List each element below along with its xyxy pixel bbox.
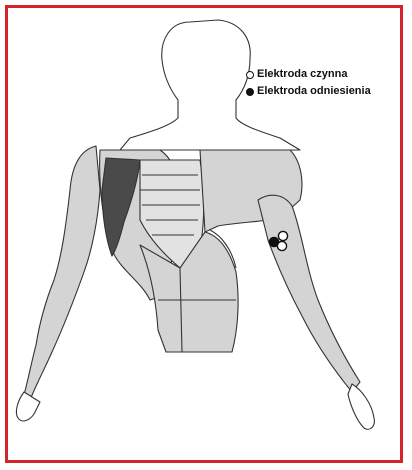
electrode-legend: Elektroda czynna Elektroda odniesienia bbox=[246, 66, 371, 100]
active-electrode-dot-2 bbox=[277, 241, 286, 250]
filled-circle-icon bbox=[246, 88, 254, 96]
left-arm bbox=[24, 146, 100, 400]
legend-active-label: Elektroda czynna bbox=[257, 66, 347, 83]
legend-row-active: Elektroda czynna bbox=[246, 66, 371, 83]
legend-reference-label: Elektroda odniesienia bbox=[257, 83, 371, 100]
active-electrode-dot-1 bbox=[278, 231, 287, 240]
left-hand bbox=[16, 392, 40, 421]
right-arm bbox=[258, 195, 360, 392]
right-hand bbox=[348, 384, 374, 429]
hollow-circle-icon bbox=[246, 71, 254, 79]
legend-row-reference: Elektroda odniesienia bbox=[246, 83, 371, 100]
